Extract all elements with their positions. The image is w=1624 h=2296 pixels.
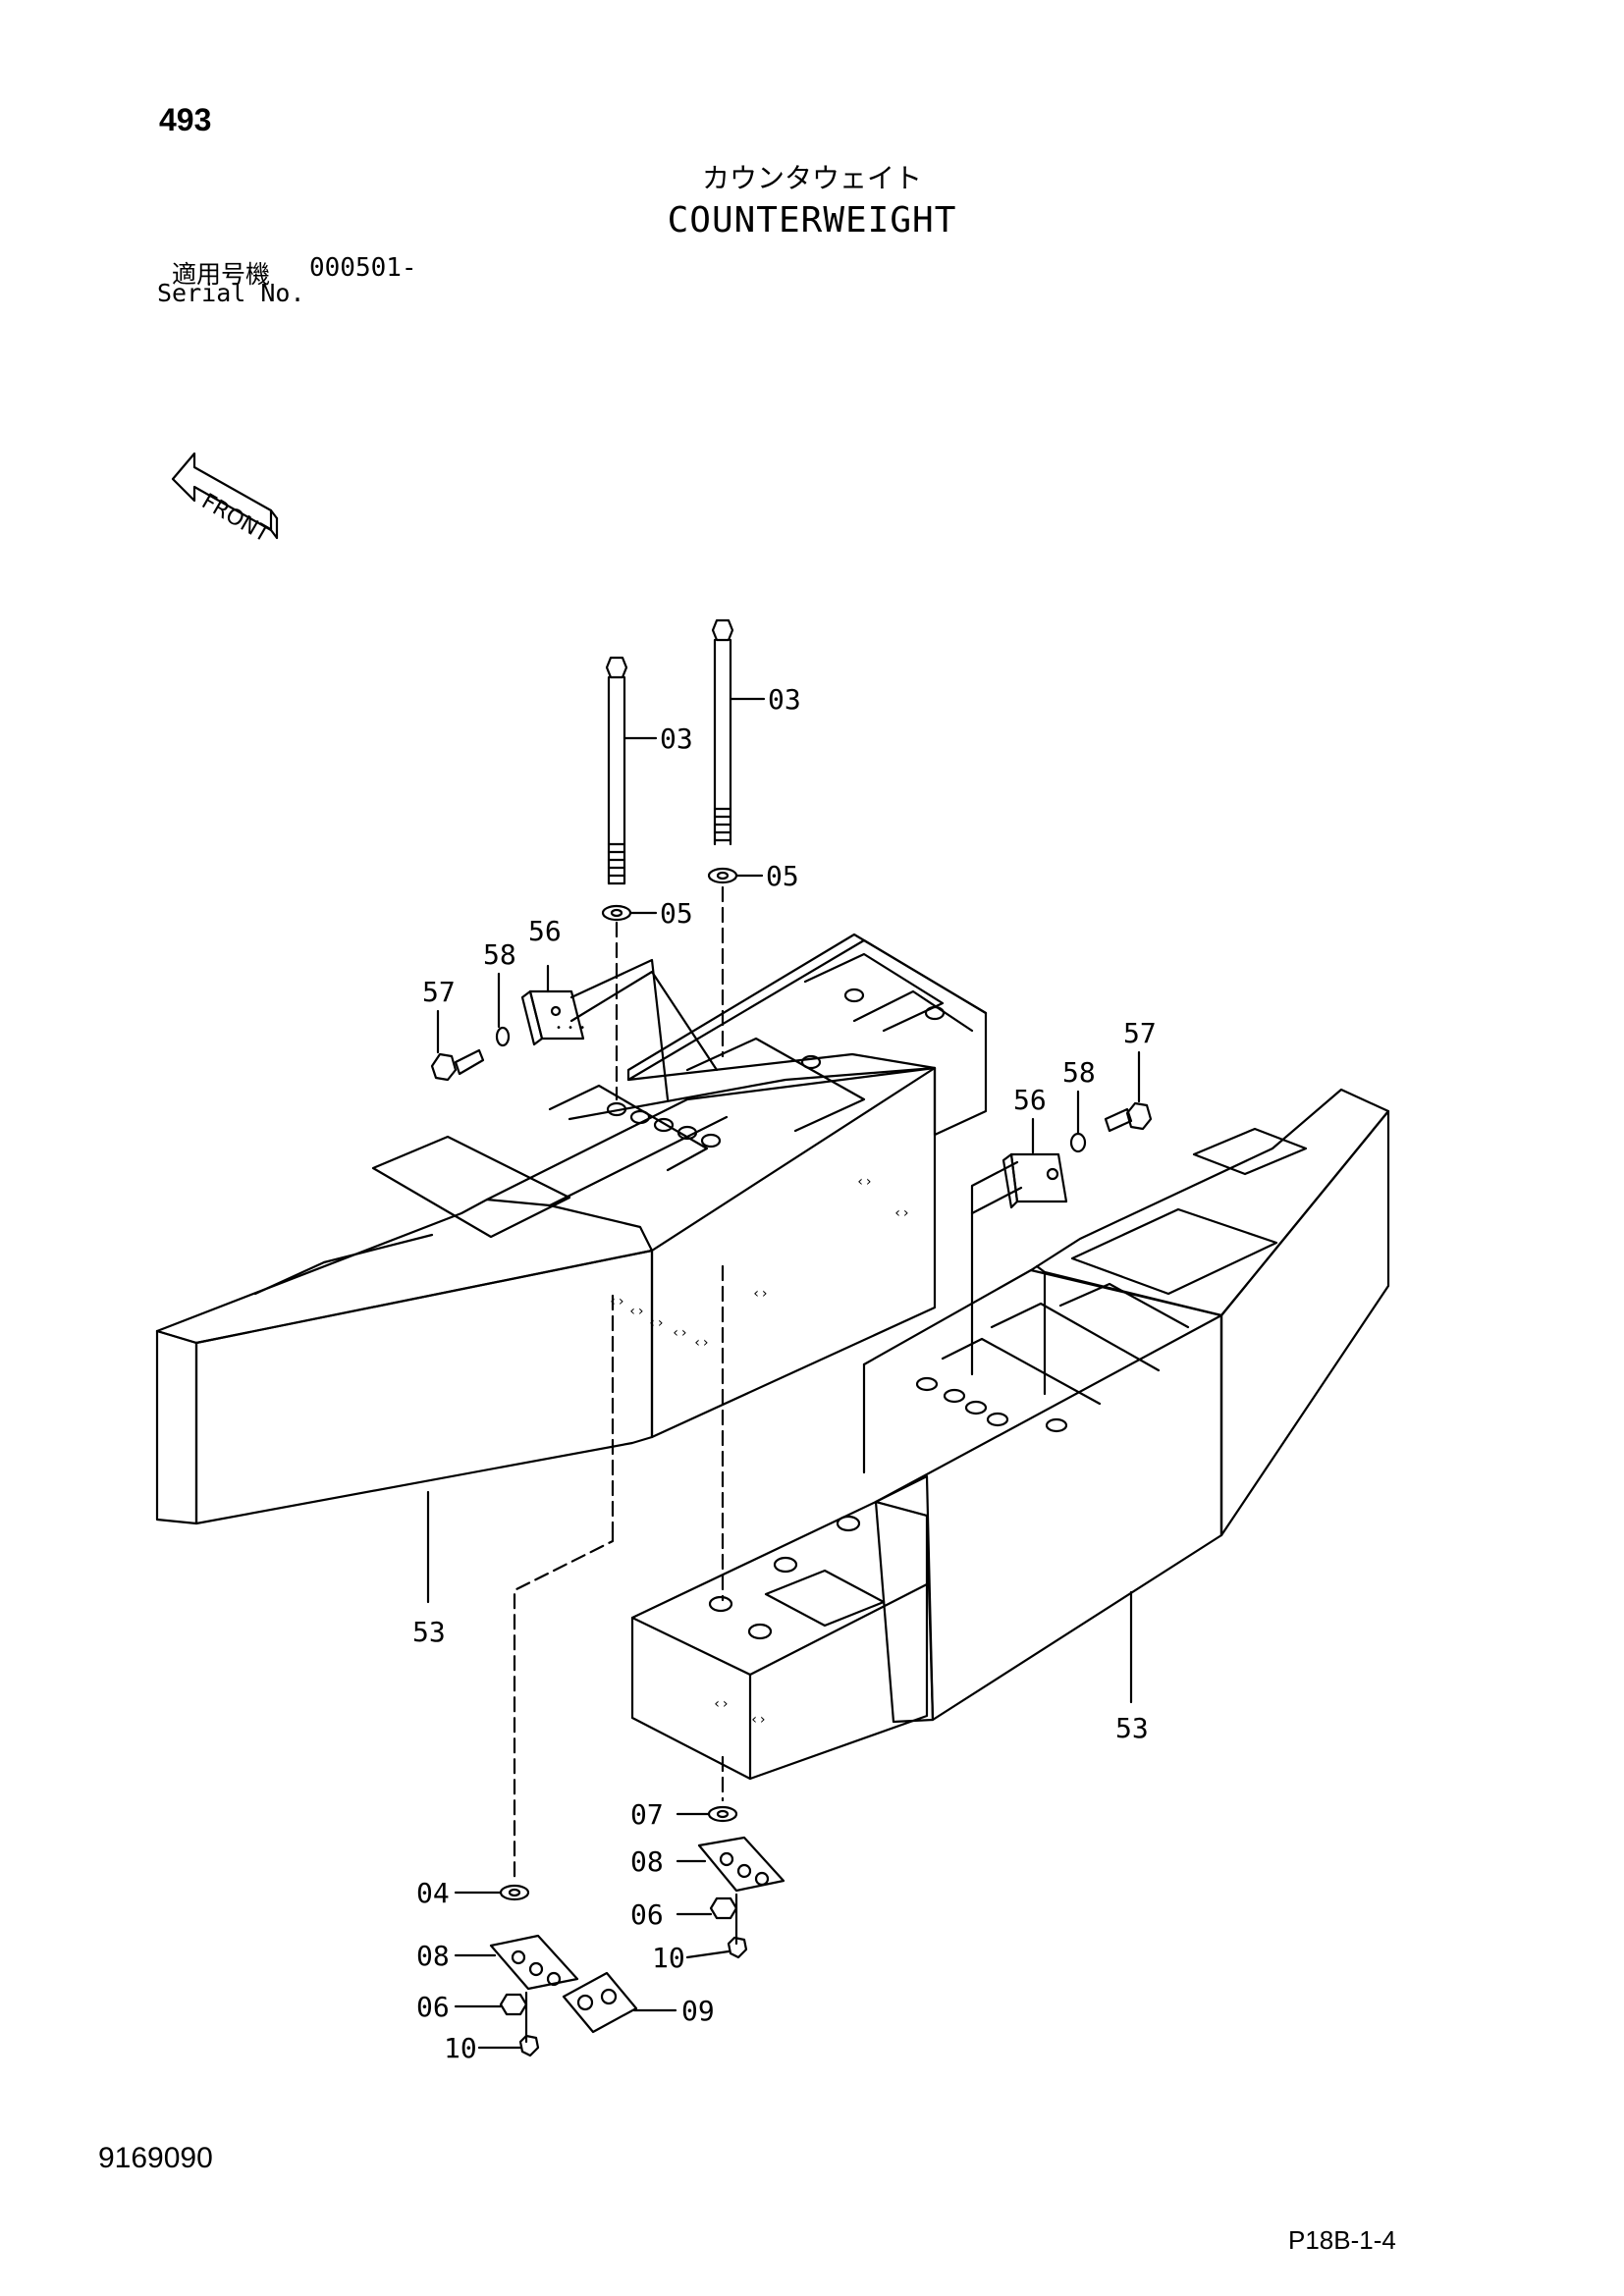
plate-56-left: • • •: [520, 989, 585, 1046]
title-japanese: カウンタウェイト: [701, 162, 922, 194]
callout-53-a: 53: [412, 1616, 446, 1648]
svg-text:‹›: ‹›: [609, 1294, 625, 1309]
counterweight-left: ‹› ‹› ‹› ‹› ‹› ‹› ‹› ‹›: [155, 933, 988, 1525]
callout-06-b: 06: [416, 1991, 450, 2023]
svg-text:‹›: ‹›: [672, 1325, 688, 1341]
callout-08-a: 08: [630, 1845, 664, 1878]
plate-09: [562, 1971, 638, 2034]
callout-56-b: 56: [1013, 1084, 1047, 1116]
callout-leaders: [426, 697, 1141, 2050]
counterweight-right: ‹› ‹›: [630, 1088, 1390, 1781]
callout-03-a: 03: [660, 722, 693, 755]
washer-05-right: [707, 867, 738, 884]
svg-text:‹›: ‹›: [893, 1205, 910, 1221]
washer-58-left: [495, 1026, 511, 1047]
callout-05-b: 05: [766, 860, 799, 892]
alignment-lines: [513, 885, 725, 1883]
bolt-57-right: [1104, 1101, 1153, 1133]
callout-53-b: 53: [1115, 1712, 1149, 1744]
callout-58-b: 58: [1062, 1056, 1096, 1089]
callout-10-b: 10: [444, 2032, 477, 2064]
long-bolt-1: [605, 656, 628, 885]
serial-label-japanese: 適用号機: [172, 260, 271, 289]
callout-57-a: 57: [422, 976, 456, 1008]
washer-04: [499, 1884, 530, 1901]
svg-text:‹›: ‹›: [750, 1712, 767, 1728]
callout-06-a: 06: [630, 1898, 664, 1931]
callout-58-a: 58: [483, 938, 516, 971]
callout-04: 04: [416, 1877, 450, 1909]
nut-06-left: [499, 1993, 528, 2016]
callout-09: 09: [681, 1995, 715, 2027]
bolt-10-right: [727, 1936, 748, 1959]
callout-05-a: 05: [660, 897, 693, 930]
long-bolt-2: [711, 618, 734, 846]
page-number: 493: [159, 102, 212, 137]
callout-03-b: 03: [768, 683, 801, 716]
bolt-57-left: [430, 1048, 485, 1082]
plate-08-left: [489, 1934, 579, 1991]
page-reference: P18B-1-4: [1288, 2225, 1396, 2255]
document-number: 9169090: [98, 2142, 213, 2174]
callout-10-a: 10: [652, 1942, 685, 1974]
front-arrow-icon: FRONT: [171, 452, 279, 549]
nut-06-right: [709, 1896, 738, 1920]
serial-range: 000501-: [309, 253, 417, 283]
svg-text:‹›: ‹›: [628, 1304, 645, 1319]
plate-08-right: [697, 1836, 785, 1893]
svg-text:‹›: ‹›: [648, 1315, 665, 1331]
front-arrow-label: FRONT: [197, 490, 274, 549]
svg-text:‹›: ‹›: [713, 1696, 730, 1712]
callout-08-b: 08: [416, 1940, 450, 1972]
washer-58-right: [1069, 1132, 1087, 1153]
washer-05-left: [601, 904, 632, 922]
callout-56-a: 56: [528, 915, 562, 947]
svg-text:• • •: • • •: [556, 1023, 585, 1034]
bolt-10-left: [518, 2034, 540, 2057]
callout-57-b: 57: [1123, 1017, 1157, 1049]
svg-text:‹›: ‹›: [752, 1286, 769, 1302]
serial-label-english: Serial No.: [157, 279, 305, 307]
title-english: COUNTERWEIGHT: [667, 200, 957, 240]
plate-56-right: [1001, 1152, 1068, 1209]
callout-07: 07: [630, 1798, 664, 1831]
svg-text:‹›: ‹›: [856, 1174, 873, 1190]
washer-07: [707, 1805, 738, 1823]
svg-text:‹›: ‹›: [693, 1335, 710, 1351]
